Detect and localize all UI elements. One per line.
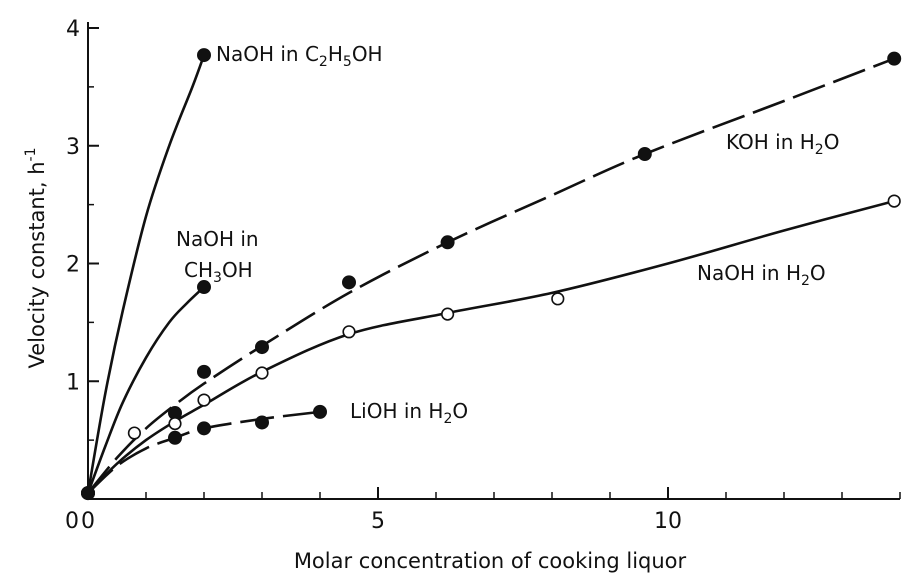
data-point-naoh-c2h5oh <box>197 48 211 63</box>
data-point-koh-h2o <box>197 364 211 379</box>
data-point-naoh-h2o <box>551 292 565 306</box>
data-point-lioh-h2o <box>255 415 269 430</box>
series-label-naoh-ch3oh: NaOH in <box>176 227 259 251</box>
series-label-naoh-h2o: NaOH in H2O <box>697 261 826 289</box>
data-point-naoh-h2o <box>887 194 901 208</box>
data-point-lioh-h2o <box>313 404 327 419</box>
data-point-koh-h2o <box>342 275 356 290</box>
series-line-naoh-ch3oh <box>86 286 205 494</box>
data-point-koh-h2o <box>637 146 652 161</box>
y-tick-label: 2 <box>66 253 80 278</box>
x-tick-label: 0 <box>81 509 95 534</box>
x-axis-title: Molar concentration of cooking liquor <box>294 549 687 573</box>
data-point-naoh-h2o <box>168 417 182 431</box>
series-line-koh-h2o <box>86 57 895 494</box>
data-point-naoh-h2o <box>441 307 455 321</box>
data-point-koh-h2o <box>440 235 455 250</box>
y-tick-label: 4 <box>66 17 80 42</box>
y-tick-label: 1 <box>66 370 80 395</box>
series-label-lioh-h2o: LiOH in H2O <box>350 399 468 427</box>
y-axis-title: Velocity constant, h-1 <box>23 148 49 369</box>
series-line-naoh-c2h5oh <box>86 54 206 494</box>
data-points <box>81 48 902 501</box>
data-point-koh-h2o <box>887 51 902 66</box>
data-point-naoh-h2o <box>342 325 356 339</box>
data-point-naoh-h2o <box>127 426 141 440</box>
x-tick-label: 10 <box>654 509 682 534</box>
data-point-lioh-h2o <box>168 430 182 445</box>
x-tick-label: 5 <box>371 509 385 534</box>
data-point-koh-h2o <box>255 340 269 355</box>
data-point-koh-h2o <box>81 486 95 501</box>
y-tick-label: 3 <box>66 135 80 160</box>
data-point-naoh-h2o <box>255 366 269 380</box>
origin-tick-label: 0 <box>65 509 79 534</box>
series-label-naoh-ch3oh: CH3OH <box>184 258 253 286</box>
data-point-naoh-h2o <box>197 393 211 407</box>
series-labels: NaOH in C2H5OH NaOH in CH3OH KOH in H2O NaOH… <box>176 42 839 427</box>
data-point-naoh-ch3oh <box>197 280 211 295</box>
series-label-naoh-c2h5oh: NaOH in C2H5OH <box>216 42 383 70</box>
axes: 0 5 10 1 2 3 4 0 <box>65 17 901 534</box>
data-point-lioh-h2o <box>197 421 211 436</box>
series-label-koh-h2o: KOH in H2O <box>726 130 839 158</box>
